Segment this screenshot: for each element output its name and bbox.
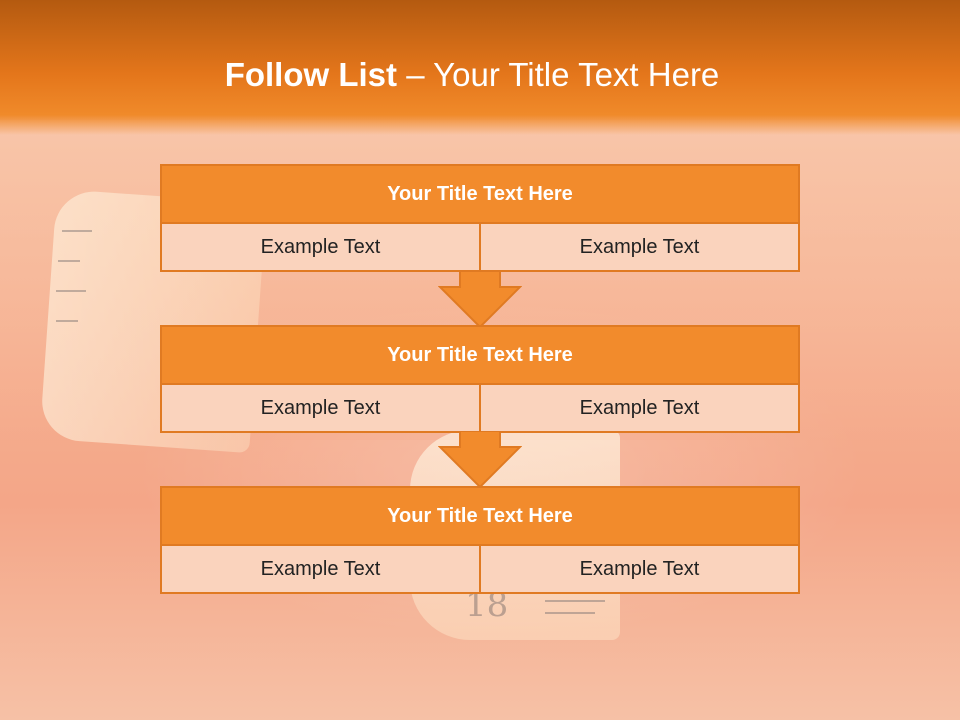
step-cell-right: Example Text	[479, 224, 798, 270]
step-title: Your Title Text Here	[162, 327, 798, 385]
step-cell-right: Example Text	[479, 385, 798, 431]
slide-title: Follow List – Your Title Text Here	[0, 56, 944, 94]
slide-title-rest: – Your Title Text Here	[397, 56, 720, 93]
background-tape-tick	[62, 230, 92, 232]
step-title: Your Title Text Here	[162, 166, 798, 224]
step-card: Your Title Text Here Example Text Exampl…	[160, 325, 800, 433]
step-title: Your Title Text Here	[162, 488, 798, 546]
step-row: Example Text Example Text	[162, 385, 798, 431]
background-tape-tick	[56, 320, 78, 322]
step-row: Example Text Example Text	[162, 546, 798, 592]
down-arrow-icon	[438, 431, 522, 489]
step-cell-left: Example Text	[260, 235, 381, 258]
background-tape-tick	[545, 600, 605, 602]
slide-title-strong: Follow List	[224, 56, 398, 93]
down-arrow-icon	[438, 271, 522, 329]
step-cell-left: Example Text	[260, 396, 381, 419]
step-cell-right: Example Text	[479, 546, 798, 592]
background-tape-tick	[56, 290, 86, 292]
step-card: Your Title Text Here Example Text Exampl…	[160, 486, 800, 594]
step-cell-left: Example Text	[260, 557, 381, 580]
background-tape-tick	[545, 612, 595, 614]
background-tape-tick	[58, 260, 80, 262]
step-row: Example Text Example Text	[162, 224, 798, 270]
title-band	[0, 0, 960, 135]
step-card: Your Title Text Here Example Text Exampl…	[160, 164, 800, 272]
